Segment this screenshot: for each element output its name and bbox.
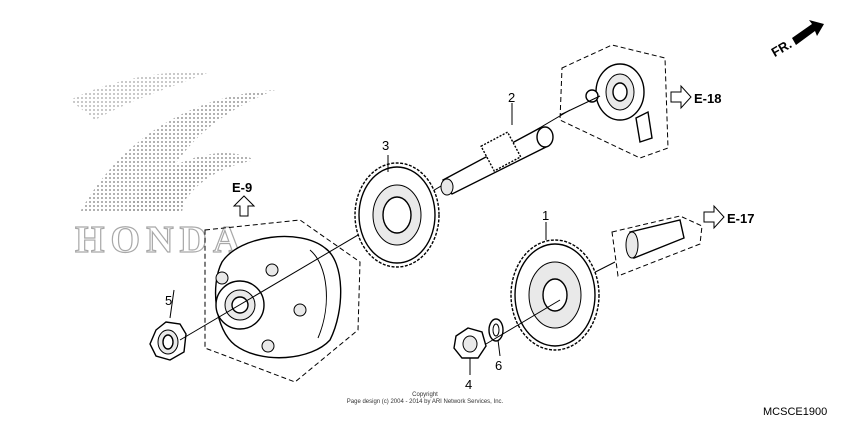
right-arrow-icon [670, 84, 692, 110]
up-arrow-icon [232, 195, 256, 217]
callout-5: 5 [165, 293, 172, 308]
callout-3: 3 [382, 138, 389, 153]
copyright-line-1: Copyright [412, 392, 438, 398]
honda-watermark-text: HONDA [75, 219, 246, 261]
callout-6: 6 [495, 358, 502, 373]
ref-e9-label: E-9 [232, 180, 252, 195]
ref-e17[interactable]: E-17 [703, 204, 754, 230]
front-label: FR. [769, 36, 795, 59]
front-arrow-icon [792, 20, 824, 45]
part-6-washer[interactable]: 6 [488, 318, 504, 373]
right-bearing-group [559, 44, 669, 159]
callout-1: 1 [542, 208, 549, 223]
ref-e9[interactable]: E-9 [232, 180, 256, 217]
right-arrow-icon [703, 204, 725, 230]
ref-e18-label: E-18 [694, 91, 721, 106]
part-5-nut[interactable]: 5 [149, 289, 187, 361]
diagram-code: MCSCE1900 [763, 406, 827, 418]
callout-2: 2 [508, 90, 515, 105]
part-2-shaft[interactable]: 2 [440, 90, 554, 196]
part-1-gear[interactable]: 1 [510, 208, 600, 351]
part-3-gear[interactable]: 3 [354, 138, 440, 268]
honda-wing-watermark: HONDA [70, 71, 275, 262]
ref-e18[interactable]: E-18 [670, 84, 721, 110]
callout-4: 4 [465, 377, 472, 392]
front-direction-indicator: FR. [769, 20, 824, 60]
part-4-nut[interactable]: 4 [453, 327, 487, 392]
copyright-line-2: Page design (c) 2004 - 2014 by ARI Netwo… [347, 399, 504, 405]
ref-e17-label: E-17 [727, 211, 754, 226]
